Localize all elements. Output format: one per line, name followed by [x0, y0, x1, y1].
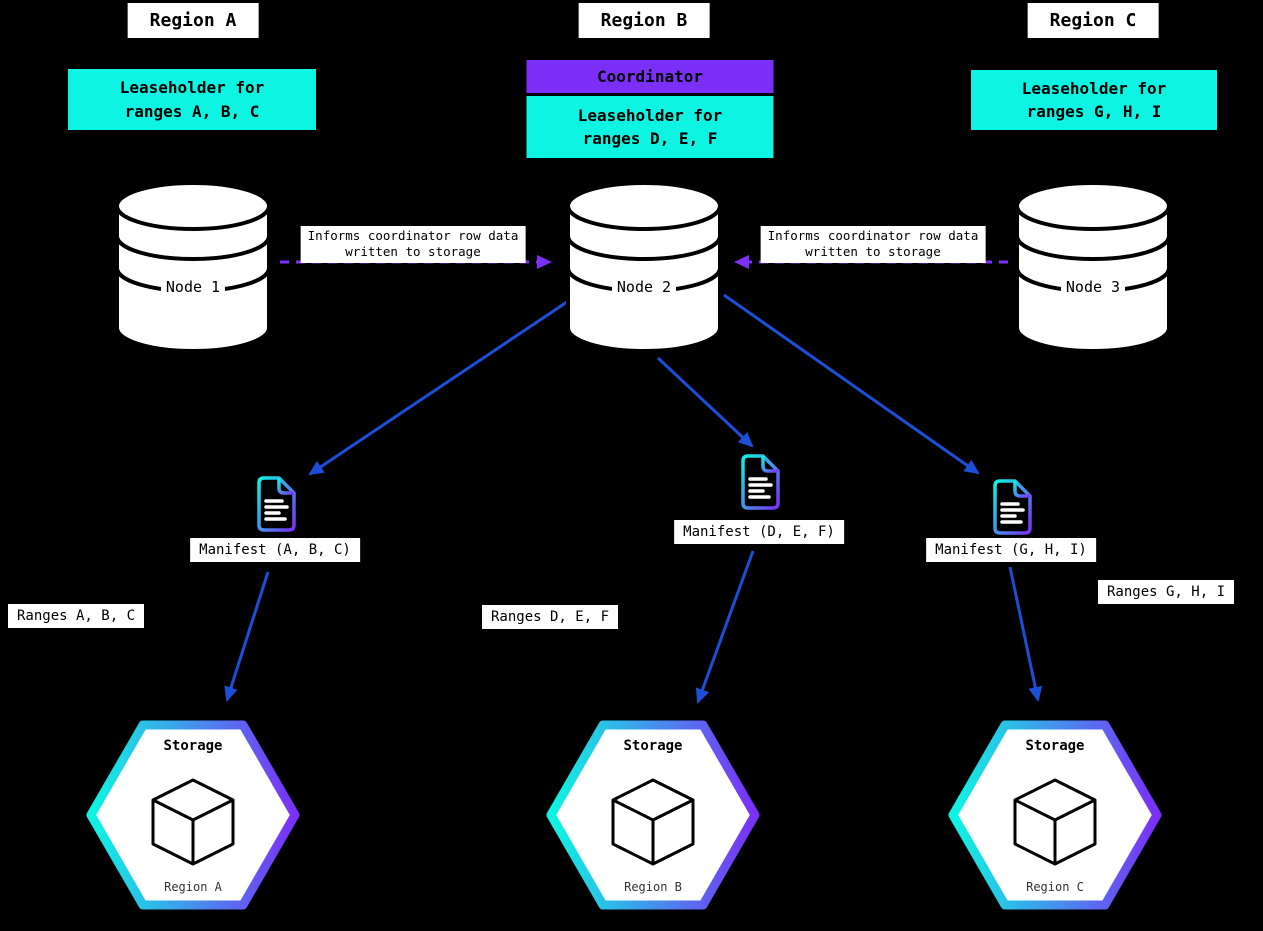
- storage-c: Storage Region C: [947, 710, 1163, 920]
- cube-icon: [611, 778, 695, 866]
- storage-b-region: Region B: [624, 880, 682, 894]
- manifest-a-icon: [249, 474, 301, 534]
- ranges-c-label: Ranges G, H, I: [1098, 580, 1235, 604]
- leaseholder-a-box: Leaseholder for ranges A, B, C: [68, 69, 316, 130]
- ranges-a-label: Ranges A, B, C: [8, 604, 145, 628]
- ranges-b-label: Ranges D, E, F: [482, 605, 619, 629]
- node-3-label: Node 3: [1013, 277, 1173, 297]
- node2-to-manifest-a-arrow: [308, 298, 571, 476]
- inform-left-line1: Informs coordinator row data: [307, 228, 519, 243]
- storage-a: Storage Region A: [85, 710, 301, 920]
- node-3: Node 3: [1013, 180, 1173, 355]
- document-icon: [741, 454, 780, 510]
- inform-left-label: Informs coordinator row data written to …: [300, 226, 526, 263]
- storage-c-title: Storage: [1025, 738, 1085, 754]
- document-icon: [257, 476, 296, 532]
- manifest-c-to-storage-arrow: [1008, 566, 1043, 702]
- cube-icon: [151, 778, 235, 866]
- manifest-c-icon: [985, 477, 1037, 537]
- leaseholder-c-box: Leaseholder for ranges G, H, I: [971, 70, 1217, 130]
- node-1: Node 1: [113, 180, 273, 355]
- region-c-title: Region C: [1027, 3, 1159, 38]
- database-cylinder-icon: [566, 181, 722, 353]
- region-a-title: Region A: [127, 3, 259, 38]
- storage-hexagon: [948, 720, 1162, 910]
- manifest-b-label: Manifest (D, E, F): [674, 520, 844, 544]
- manifest-a-label: Manifest (A, B, C): [190, 538, 360, 562]
- storage-b: Storage Region B: [545, 710, 761, 920]
- storage-hexagon: [86, 720, 300, 910]
- manifest-a-to-storage-arrow: [224, 571, 270, 702]
- storage-c-region: Region C: [1026, 880, 1084, 894]
- storage-a-title: Storage: [163, 738, 223, 754]
- storage-b-title: Storage: [623, 738, 683, 754]
- coordinator-box: Coordinator: [526, 60, 774, 93]
- leaseholder-b-line1: Leaseholder for: [577, 105, 723, 125]
- inform-right-line1: Informs coordinator row data: [767, 228, 979, 243]
- document-icon: [993, 479, 1032, 535]
- storage-a-region: Region A: [164, 880, 222, 894]
- node2-to-manifest-b-arrow: [656, 356, 754, 448]
- node-2: Node 2: [564, 180, 724, 355]
- region-b-title: Region B: [578, 3, 710, 38]
- leaseholder-b-box: Leaseholder for ranges D, E, F: [526, 96, 774, 158]
- manifest-b-icon: [733, 452, 785, 512]
- leaseholder-b-line2: ranges D, E, F: [582, 129, 718, 148]
- leaseholder-a-line1: Leaseholder for: [119, 78, 265, 98]
- node2-to-manifest-c-arrow: [723, 293, 980, 475]
- database-cylinder-icon: [1015, 181, 1171, 353]
- leaseholder-a-line2: ranges A, B, C: [124, 101, 260, 121]
- node-1-label: Node 1: [113, 277, 273, 297]
- leaseholder-c-line2: ranges G, H, I: [1026, 102, 1162, 121]
- node-2-label: Node 2: [564, 277, 724, 297]
- cube-icon: [1013, 778, 1097, 866]
- database-cylinder-icon: [115, 181, 271, 353]
- inform-right-label: Informs coordinator row data written to …: [760, 226, 986, 263]
- manifest-c-label: Manifest (G, H, I): [926, 538, 1096, 562]
- storage-hexagon: [546, 720, 760, 910]
- inform-right-line2: written to storage: [805, 244, 941, 260]
- inform-left-line2: written to storage: [345, 244, 481, 260]
- manifest-b-to-storage-arrow: [695, 550, 755, 704]
- leaseholder-c-line1: Leaseholder for: [1021, 78, 1167, 98]
